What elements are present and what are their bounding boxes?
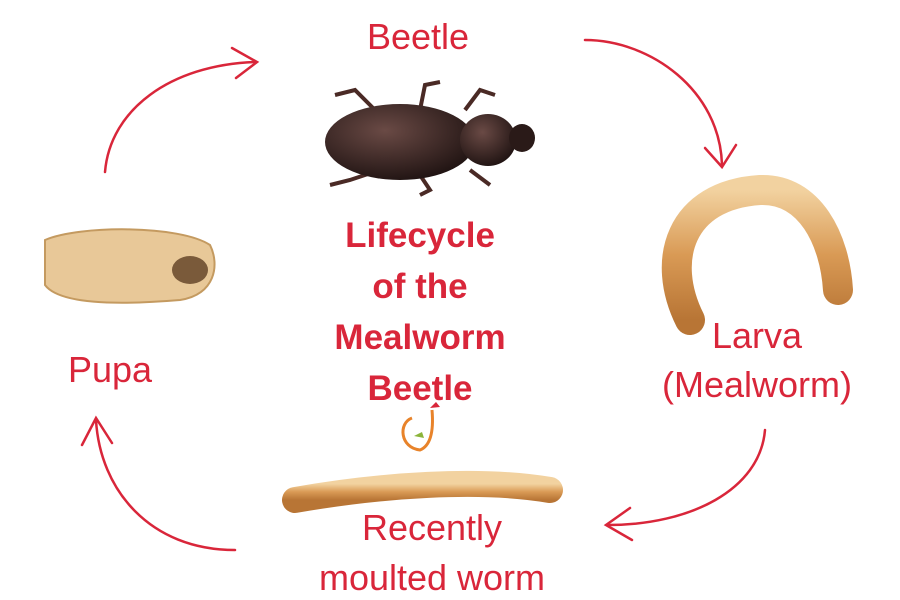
arrow-head [603, 506, 634, 542]
pupa-image [44, 228, 216, 304]
arrow-larva-to-moulted [606, 428, 767, 527]
title-line: Mealworm [334, 318, 506, 357]
diagram-title: Lifecycle of the Mealworm Beetle [334, 210, 505, 414]
rooster-logo [401, 402, 440, 452]
title-line: of the [372, 267, 468, 306]
arrow-pupa-to-beetle [103, 60, 257, 174]
arrow-moulted-to-pupa [94, 418, 237, 552]
stage-label-larva-sub: (Mealworm) [661, 364, 853, 405]
stage-label-larva: Larva [711, 315, 803, 356]
stage-label-beetle: Beetle [366, 16, 470, 57]
arrow-head [80, 415, 114, 447]
stage-label-moulted: Recently [361, 507, 503, 548]
stage-label-pupa: Pupa [67, 349, 153, 390]
arrow-beetle-to-larva [583, 38, 724, 167]
title-line: Lifecycle [345, 216, 495, 255]
title-line: Beetle [367, 369, 473, 408]
beetle-image [325, 80, 535, 197]
stage-label-moulted-sub: moulted worm [318, 557, 546, 598]
arrow-head [703, 143, 738, 170]
arrow-head [230, 46, 260, 80]
larva-image [661, 175, 853, 335]
moulted-worm-image [282, 470, 563, 513]
